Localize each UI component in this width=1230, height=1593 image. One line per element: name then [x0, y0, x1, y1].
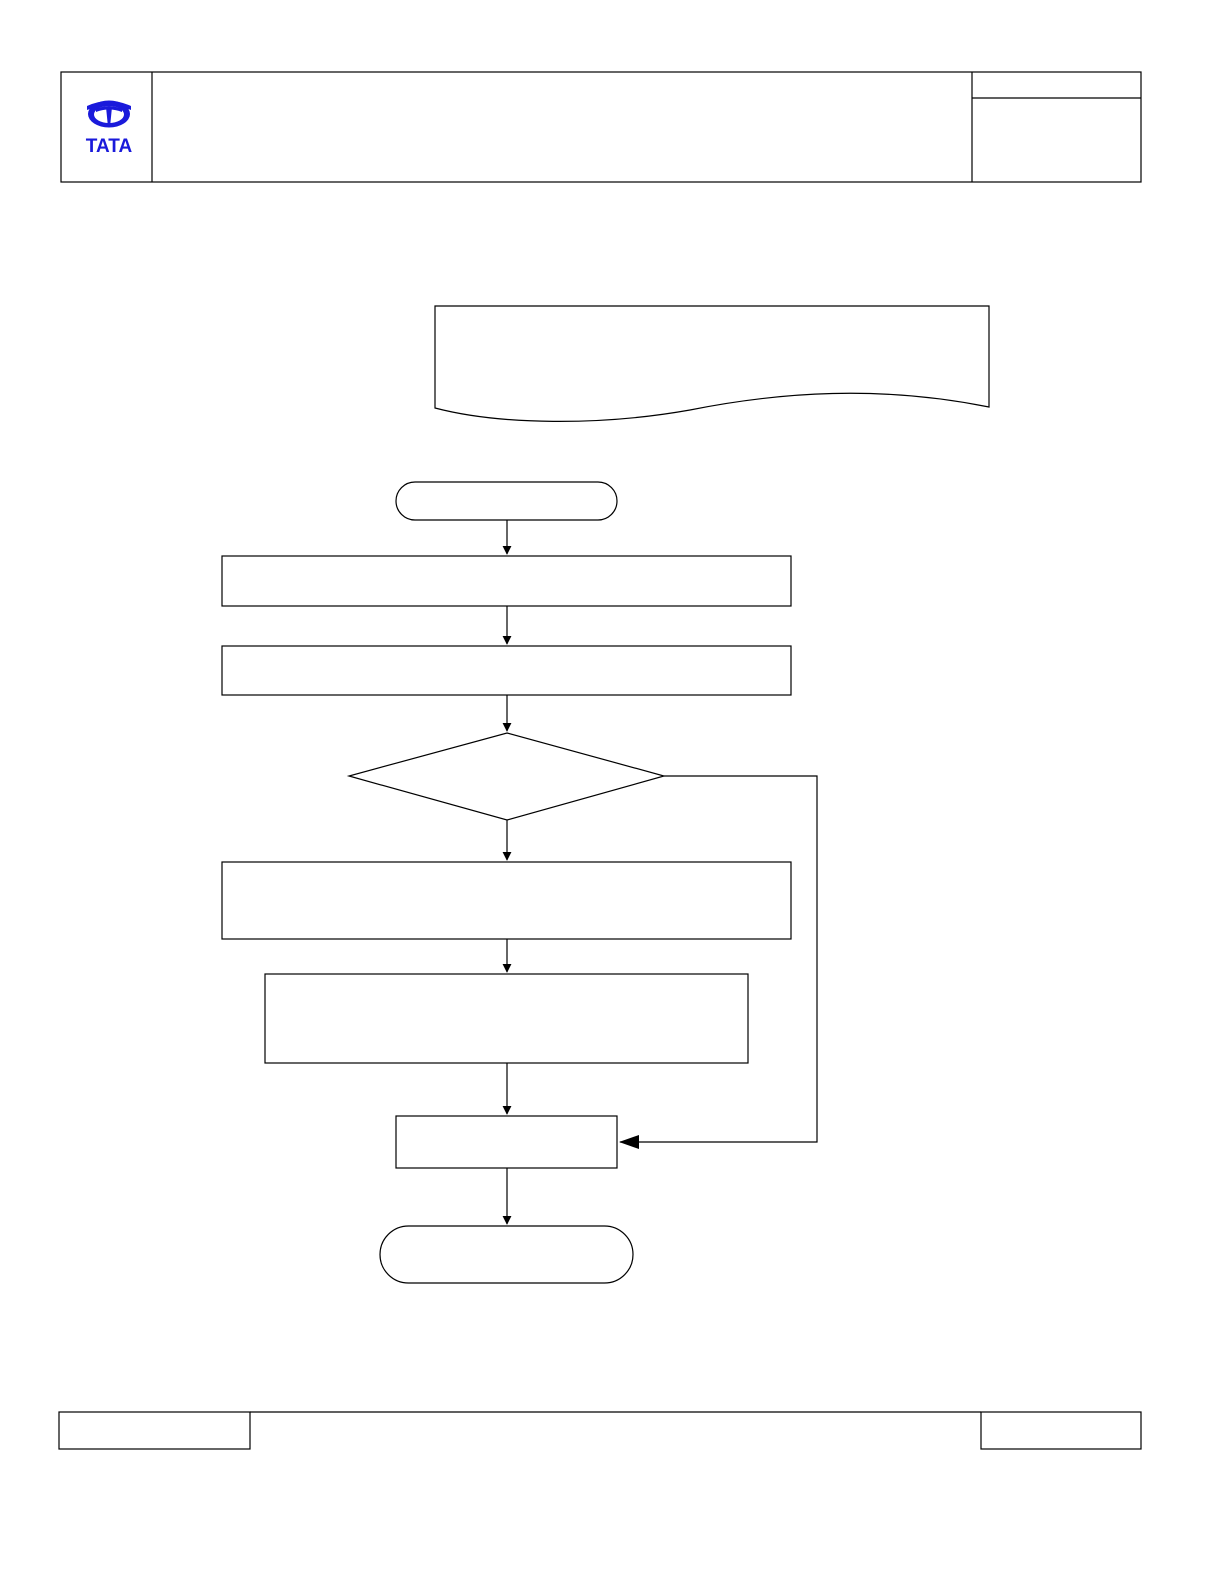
flowchart	[221, 481, 818, 1284]
footer-right-box	[980, 1411, 1142, 1450]
step3-box	[221, 861, 792, 940]
step4-box	[264, 973, 749, 1064]
header: TATA	[60, 71, 1142, 183]
step5-box	[395, 1115, 618, 1169]
end-terminator	[379, 1225, 634, 1284]
step2-box	[221, 645, 792, 696]
step1-box	[221, 555, 792, 607]
footer	[58, 1411, 1142, 1450]
start-terminator	[395, 481, 618, 521]
note-document-shape	[434, 305, 990, 422]
header-frame	[60, 71, 1142, 183]
tata-emblem-icon	[87, 100, 131, 128]
logo-wordmark: TATA	[86, 136, 133, 157]
footer-left-box	[58, 1411, 251, 1450]
arrow-decision-bypass-to-step5	[619, 775, 818, 1149]
decision-diamond	[346, 732, 667, 821]
